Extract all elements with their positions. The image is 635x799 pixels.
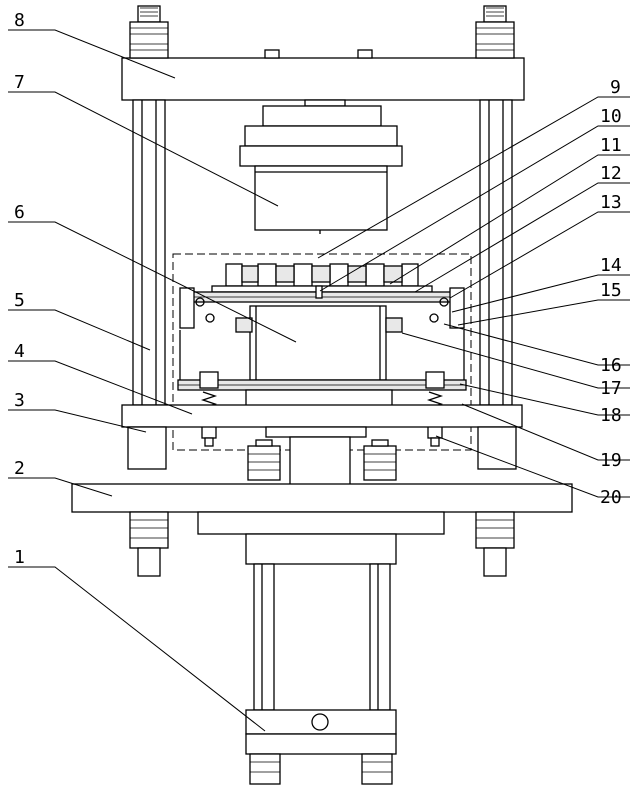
upper-die bbox=[240, 100, 402, 234]
top-nut-left bbox=[130, 6, 168, 58]
label-18: 18 bbox=[600, 405, 622, 426]
workpiece-body bbox=[180, 306, 464, 384]
top-nut-right bbox=[476, 6, 514, 58]
label-19: 19 bbox=[600, 450, 622, 471]
label-8: 8 bbox=[14, 10, 25, 31]
label-12: 12 bbox=[600, 163, 622, 184]
label-3: 3 bbox=[14, 390, 25, 411]
label-20: 20 bbox=[600, 487, 622, 508]
label-2: 2 bbox=[14, 458, 25, 479]
label-10: 10 bbox=[600, 106, 622, 127]
label-17: 17 bbox=[600, 378, 622, 399]
hydraulic-cylinder bbox=[198, 512, 444, 784]
middle-plate bbox=[122, 405, 522, 485]
label-7: 7 bbox=[14, 72, 25, 93]
label-15: 15 bbox=[600, 280, 622, 301]
bottom-nut-right bbox=[476, 512, 514, 576]
label-16: 16 bbox=[600, 355, 622, 376]
label-14: 14 bbox=[600, 255, 622, 276]
label-9: 9 bbox=[610, 77, 621, 98]
label-1: 1 bbox=[14, 547, 25, 568]
label-4: 4 bbox=[14, 341, 25, 362]
label-6: 6 bbox=[14, 202, 25, 223]
pressing-blocks bbox=[226, 264, 418, 286]
base-bolt-left bbox=[248, 440, 280, 480]
top-plate bbox=[122, 50, 524, 100]
label-13: 13 bbox=[600, 192, 622, 213]
base-bolt-right bbox=[364, 440, 396, 480]
label-5: 5 bbox=[14, 290, 25, 311]
lower-die-plate bbox=[178, 380, 466, 408]
base-plate bbox=[72, 484, 572, 512]
pressing-plate bbox=[190, 286, 454, 302]
bottom-nut-left bbox=[130, 512, 168, 576]
label-11: 11 bbox=[600, 135, 622, 156]
